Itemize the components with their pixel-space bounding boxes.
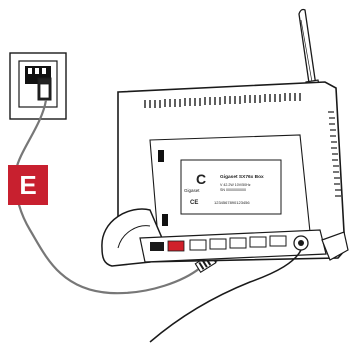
- label-plate: C Gigaset Gigaset SX76x Box V 42.2W 10V/…: [180, 159, 282, 215]
- label-spec-1: V 42.2W 10V/50Hz: [220, 183, 251, 187]
- wall-socket-icon: [9, 52, 67, 120]
- label-model: Gigaset SX76x Box: [220, 174, 264, 180]
- dsl-port: [167, 240, 185, 252]
- label-spec-2: SN 0000000000: [220, 188, 246, 192]
- phone-cable: [14, 99, 201, 295]
- label-ce-mark: CE: [190, 200, 198, 206]
- step-label: E: [19, 169, 37, 200]
- power-cable: [149, 249, 302, 343]
- label-brand: Gigaset: [184, 188, 200, 193]
- label-logo: C: [196, 171, 206, 187]
- step-badge: E: [8, 165, 48, 205]
- label-code: 1234567890123456: [214, 200, 250, 205]
